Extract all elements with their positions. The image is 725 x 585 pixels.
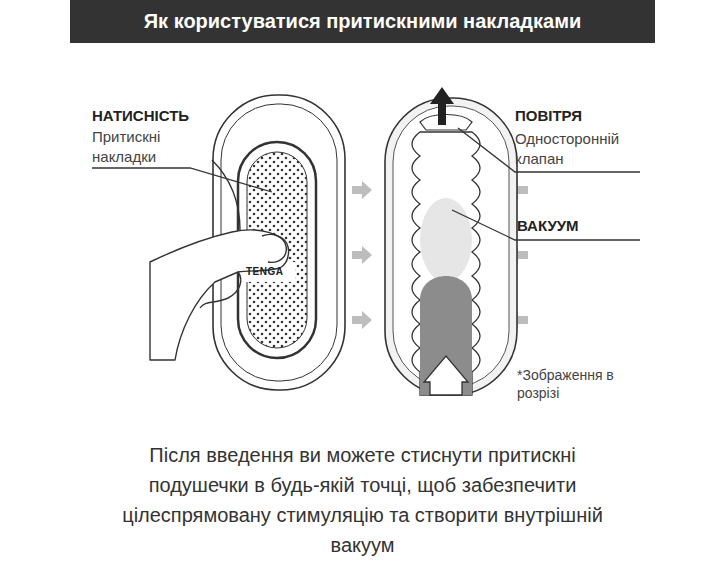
part-name: Односторонній клапан: [515, 129, 640, 168]
part-heading: ПОВІТРЯ: [515, 106, 665, 126]
note: *Зображення в розрізі: [517, 366, 632, 402]
part-heading: ВАКУУМ: [517, 216, 637, 236]
title: Як користуватися притискними накладками: [70, 0, 655, 43]
logo-text: TENGA: [246, 265, 296, 279]
pressure-arrow: [352, 181, 372, 199]
caption: Після введення ви можете стиснути притис…: [100, 440, 625, 560]
pressure-arrow: [352, 311, 372, 329]
leader-lines: [92, 128, 640, 240]
hand: [150, 160, 289, 360]
pressure-arrow: [352, 246, 372, 264]
part-heading: НАТИСНІСТЬ: [92, 106, 232, 126]
title-band: [70, 0, 655, 43]
part-name: Притискні накладки: [92, 127, 202, 166]
device-cross-section: [385, 87, 517, 395]
